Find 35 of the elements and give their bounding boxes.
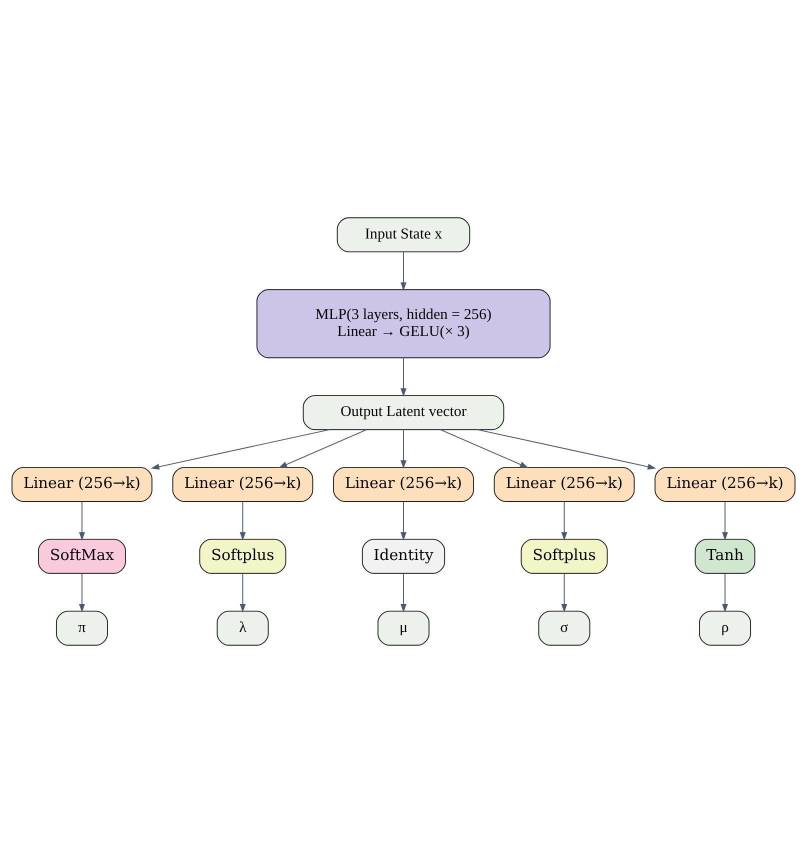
arrow: [477, 428, 656, 470]
arrow: [79, 500, 85, 540]
node-box: π: [56, 610, 108, 646]
arrow: [240, 500, 246, 540]
node-box: Input State x: [336, 216, 470, 252]
arrow: [400, 428, 406, 468]
arrow: [561, 500, 568, 540]
node-box: Linear (256→k): [494, 466, 635, 502]
arrow: [278, 428, 367, 468]
arrow: [400, 356, 406, 396]
node-box: Linear (256→k): [333, 466, 474, 502]
node-box: Tanh: [694, 538, 756, 574]
node-box: Softplus: [520, 538, 608, 574]
arrow: [400, 251, 406, 290]
node-box: Softplus: [199, 538, 286, 574]
arrow: [722, 572, 728, 612]
node-box: μ: [378, 610, 430, 646]
arrow: [400, 572, 406, 612]
arrow: [150, 428, 330, 470]
arrow: [240, 572, 246, 612]
node-box: Linear (256→k): [654, 466, 796, 502]
node-box: λ: [216, 610, 269, 646]
arrow: [440, 428, 528, 468]
node-box: Output Latent vector: [302, 394, 504, 430]
arrow: [561, 572, 568, 612]
node-box: Linear (256→k): [172, 466, 314, 502]
node-box: SoftMax: [38, 538, 126, 574]
node-box: σ: [538, 610, 590, 646]
node-box: Linear (256→k): [12, 466, 152, 502]
arrow: [400, 500, 406, 540]
node-box: Identity: [362, 538, 446, 574]
arrow: [79, 572, 85, 612]
arrow: [722, 500, 728, 540]
node-box: ρ: [699, 610, 752, 646]
node-box: MLP(3 layers, hidden = 256) Linear → GELU(× 3): [256, 288, 551, 358]
